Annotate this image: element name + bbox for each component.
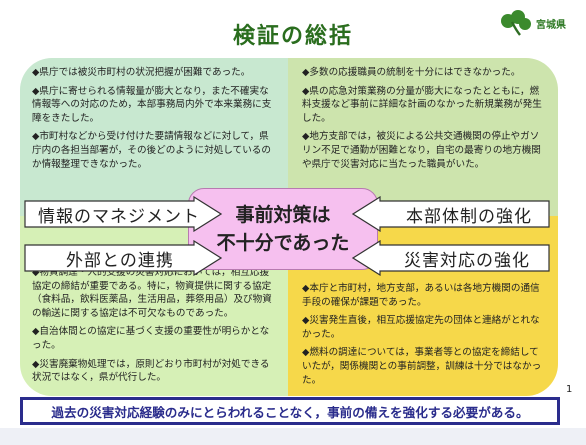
arrow-external-cooperation: 外部との連携 <box>24 240 222 276</box>
conclusion-message: 過去の災害対応経験のみにとらわれることなく，事前の備えを強化する必要がある。 <box>23 400 557 422</box>
panel-item: ◆県の応急対策業務の分量が膨大になったとともに，燃料支援など事前に詳細な計画のな… <box>302 85 542 124</box>
panel-headquarters-system: ◆多数の応援職員の統制を十分にはできなかった。 ◆県の応急対策業務の分量が膨大に… <box>288 58 558 216</box>
panel-item: ◆県庁では被災市町村の状況把握が困難であった。 <box>32 67 251 78</box>
prefecture-logo <box>498 8 582 38</box>
arrow-label: 情報のマネジメント <box>38 206 200 227</box>
panel-item: ◆多数の応援職員の統制を十分にはできなかった。 <box>302 67 521 78</box>
footer-strip <box>0 428 586 445</box>
panel-item: ◆県庁に寄せられる情報量が膨大となり，また不確実な情報等への対応のため，本部事務… <box>32 85 272 124</box>
center-line-1: 事前対策は <box>235 204 331 226</box>
miyagi-logo-icon <box>501 10 531 36</box>
left-arrow-shape <box>352 196 550 232</box>
slide-title: 検証の総括 <box>232 24 353 49</box>
arrow-information-management: 情報のマネジメント <box>24 196 222 232</box>
panel-item: ◆災害発生直後，相互応援協定先の団体と連絡がとれなかった。 <box>302 315 540 340</box>
panel-item: ◆地方支部では，被災による公共交通機関の停止やガソリン不足で通勤が困難となり，自… <box>302 131 541 170</box>
panel-item: ◆物資調達・人的支援の災害対応においては，相互応援協定の締結が重要である。特に，… <box>32 267 272 319</box>
arrow-headquarters: 本部体制の強化 <box>352 196 550 232</box>
right-arrow-shape <box>24 196 222 232</box>
page-number: 1 <box>566 384 573 395</box>
left-arrow-shape <box>352 240 550 276</box>
arrow-label: 本部体制の強化 <box>406 206 532 227</box>
logo-text: 宮城県 <box>536 20 566 31</box>
panel-item: ◆市町村などから受け付けた要請情報などに対して，県庁内の各担当部署が，その後どの… <box>32 131 271 170</box>
right-arrow-shape <box>24 240 222 276</box>
panel-item: ◆自治体間との協定に基づく支援の重要性が明らかとなった。 <box>32 326 270 351</box>
arrow-disaster-response: 災害対応の強化 <box>352 240 550 276</box>
center-line-2: 不十分であった <box>216 232 350 254</box>
conclusion-banner: 過去の災害対応経験のみにとらわれることなく，事前の備えを強化する必要がある。 <box>20 397 560 425</box>
panel-item: ◆災害廃棄物処理では，原則どおり市町村が対処できる状況ではなく，県が代行した。 <box>32 358 270 384</box>
center-conclusion-box: 事前対策は 不十分であった <box>188 188 378 270</box>
arrow-label: 外部との連携 <box>66 250 174 271</box>
panel-item: ◆燃料の調達については，事業者等との協定を締結していたが，関係機関との事前調整，… <box>302 347 542 386</box>
panel-item: ◆本庁と市町村，地方支部，あるいは各地方機関の通信手段の確保が課題であった。 <box>302 283 540 308</box>
arrow-label: 災害対応の強化 <box>404 250 530 271</box>
